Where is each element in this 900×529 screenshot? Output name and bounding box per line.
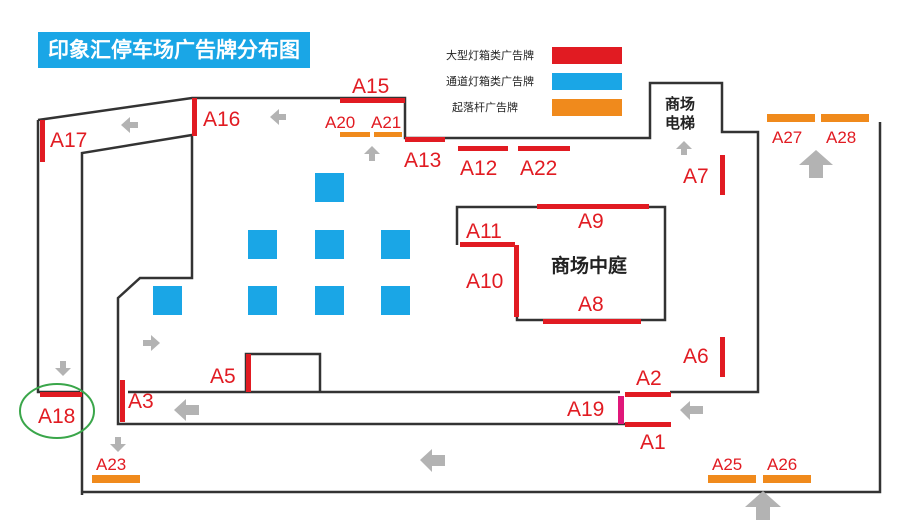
large-lightbox-bars: [40, 98, 725, 427]
sign-bar-a7: [720, 155, 725, 195]
sign-bar-a21: [374, 132, 402, 137]
legend-label-large-lightbox: 大型灯箱类广告牌: [446, 48, 534, 62]
highlight-circle: [19, 383, 95, 439]
sign-label-a9: A9: [578, 210, 604, 233]
sign-bar-a10: [514, 245, 519, 317]
sign-bar-a5: [246, 354, 251, 392]
sign-label-a20: A20: [325, 113, 355, 132]
sign-label-a7: A7: [683, 165, 709, 188]
sign-label-a11: A11: [466, 220, 502, 243]
aisle-lightbox: [315, 230, 344, 259]
sign-label-a5: A5: [210, 365, 236, 388]
sign-label-a13: A13: [404, 149, 441, 172]
legend-swatch-large-lightbox: [552, 47, 622, 64]
sign-labels: A15 A17 A16 A20 A21 A13 A12 A22 A7 A27 A…: [38, 75, 856, 474]
arrow-left-icon: [420, 449, 445, 472]
sign-bar-a8: [543, 319, 641, 324]
sign-label-a8: A8: [578, 293, 604, 316]
sign-bar-a18: [40, 392, 82, 397]
sign-label-a10: A10: [466, 270, 503, 293]
sign-bar-a19: [618, 396, 624, 424]
sign-bar-a16: [192, 98, 197, 136]
sign-bar-a17: [40, 120, 45, 162]
sign-bar-a13: [405, 137, 445, 142]
arrow-up-icon: [745, 491, 781, 520]
elevator-label-line2: 电梯: [665, 114, 695, 132]
legend-label-aisle-lightbox: 通道灯箱类广告牌: [446, 74, 534, 88]
sign-bar-a1: [625, 422, 671, 427]
sign-label-a18: A18: [38, 405, 75, 428]
arrow-up-icon: [364, 146, 380, 161]
sign-bar-a12: [458, 146, 508, 151]
sign-label-a27: A27: [772, 128, 802, 147]
sign-bar-a26: [763, 475, 811, 483]
aisle-lightboxes: [153, 173, 410, 315]
aisle-lightbox: [153, 286, 182, 315]
sign-bar-a2: [625, 392, 671, 397]
sign-label-a6: A6: [683, 345, 709, 368]
legend-swatch-barrier-gate: [552, 99, 622, 116]
sign-bar-a22: [518, 146, 570, 151]
map-title: 印象汇停车场广告牌分布图: [38, 32, 310, 68]
arrow-down-icon: [110, 437, 126, 452]
aisle-lightbox: [248, 230, 277, 259]
sign-bar-a9: [537, 204, 649, 209]
sign-bar-a28: [821, 114, 869, 122]
legend-swatch-aisle-lightbox: [552, 73, 622, 90]
arrow-up-icon: [676, 141, 692, 155]
sign-label-a25: A25: [712, 455, 742, 474]
sign-label-a3: A3: [128, 390, 154, 413]
arrow-left-icon: [174, 399, 199, 421]
arrow-right-icon: [143, 335, 160, 351]
barrier-gate-bars: [92, 114, 869, 483]
sign-label-a28: A28: [826, 128, 856, 147]
elevator-label-line1: 商场: [665, 95, 695, 113]
arrow-up-icon: [799, 150, 833, 178]
sign-label-a23: A23: [96, 455, 126, 474]
sign-bar-a20: [340, 132, 370, 137]
sign-label-a12: A12: [460, 157, 497, 180]
sign-bar-a15: [340, 98, 405, 103]
arrow-down-icon: [55, 361, 71, 376]
aisle-lightbox: [381, 230, 410, 259]
sign-label-a16: A16: [203, 108, 240, 131]
aisle-lightbox: [315, 286, 344, 315]
aisle-lightbox: [248, 286, 277, 315]
sign-label-a2: A2: [636, 367, 662, 390]
sign-bar-a11: [460, 242, 515, 247]
sign-bar-a27: [767, 114, 815, 122]
arrow-left-icon: [680, 401, 703, 420]
sign-label-a17: A17: [50, 129, 87, 152]
sign-label-a15: A15: [352, 75, 389, 98]
sign-label-a22: A22: [520, 157, 557, 180]
sign-bar-a23: [92, 475, 140, 483]
arrow-left-icon: [270, 109, 286, 125]
sign-label-a26: A26: [767, 455, 797, 474]
aisle-lightbox: [381, 286, 410, 315]
sign-bar-a25: [708, 475, 756, 483]
sign-bar-a6: [720, 337, 725, 377]
legend-label-barrier-gate: 起落杆广告牌: [452, 100, 518, 114]
sign-bar-a3: [120, 380, 125, 422]
sign-label-a19: A19: [567, 398, 604, 421]
aisle-lightbox: [315, 173, 344, 202]
sign-label-a1: A1: [640, 431, 666, 454]
arrow-left-icon: [121, 117, 138, 133]
direction-arrows: [55, 109, 833, 520]
legend: 大型灯箱类广告牌 通道灯箱类广告牌 起落杆广告牌: [446, 47, 622, 116]
atrium-label: 商场中庭: [551, 254, 627, 277]
sign-label-a21: A21: [371, 113, 401, 132]
